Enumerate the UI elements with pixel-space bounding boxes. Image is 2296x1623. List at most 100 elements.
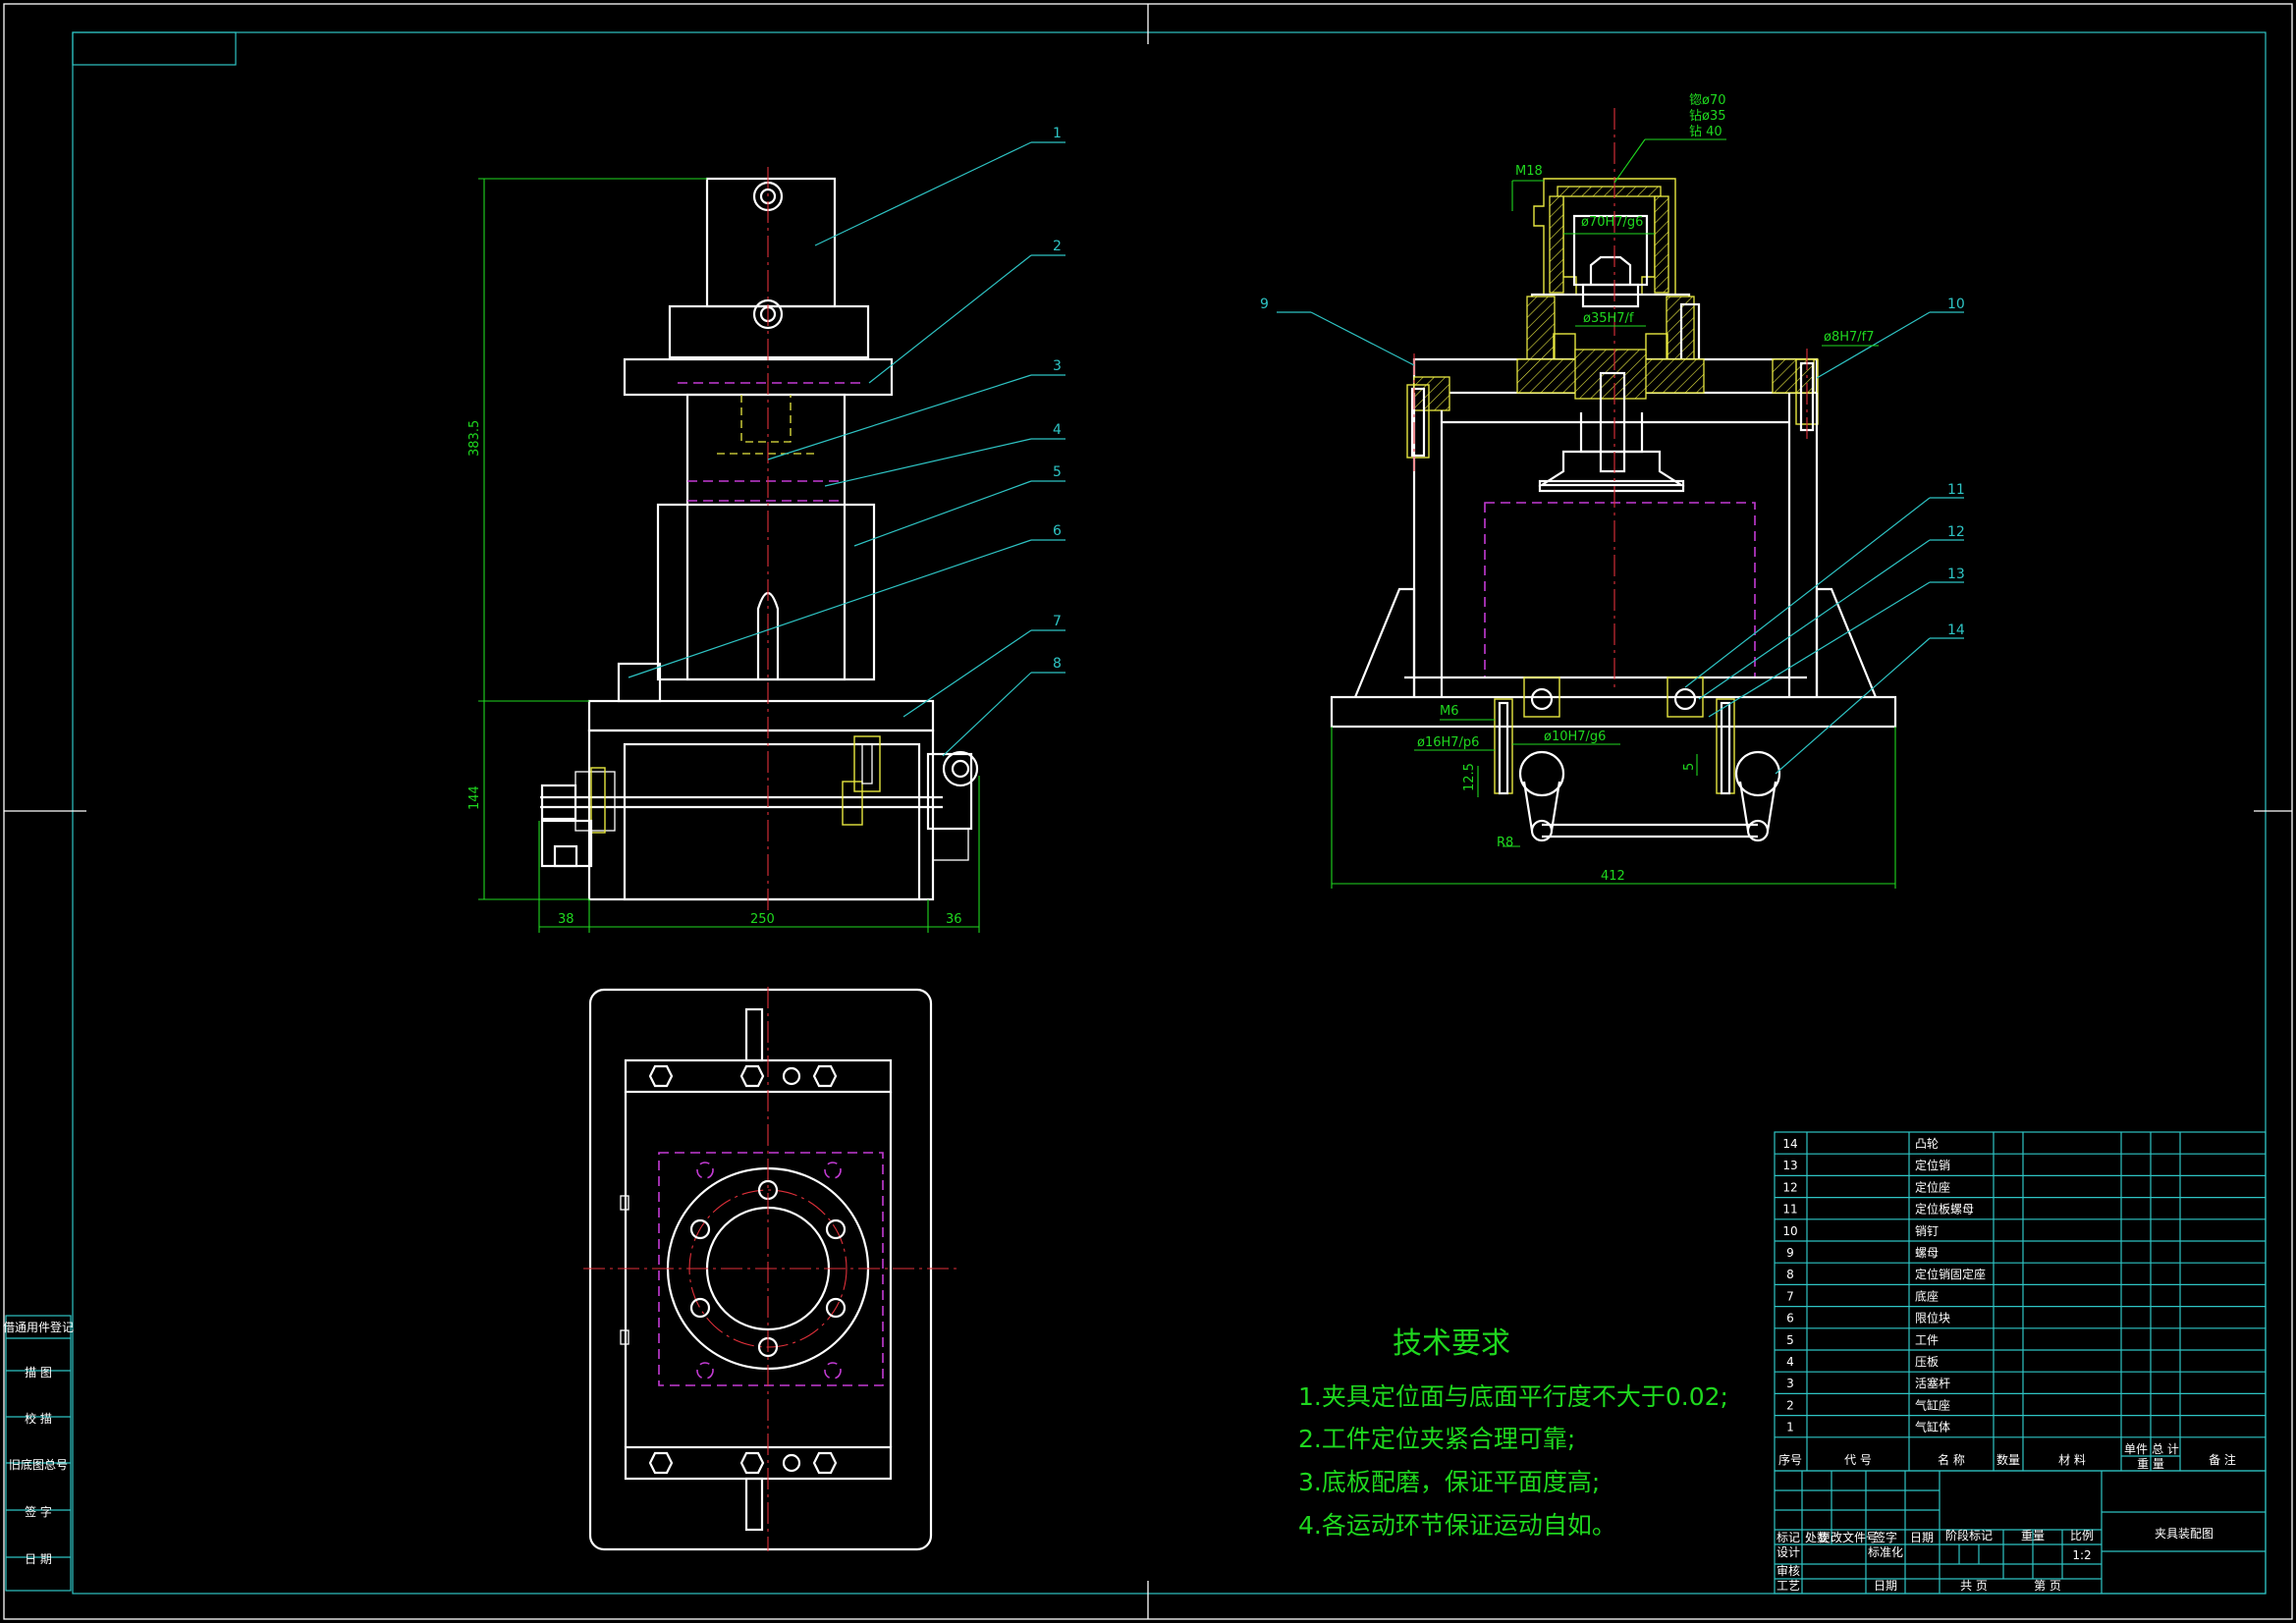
bom-header-material: 材 料 <box>2058 1453 2086 1467</box>
bom-row-number: 4 <box>1786 1355 1794 1369</box>
tb-label: 标准化 <box>1868 1545 1903 1559</box>
bom-row-name: 工件 <box>1915 1333 1939 1347</box>
bom-row-name: 螺母 <box>1915 1246 1939 1260</box>
tb-label: 共 页 <box>1960 1579 1988 1593</box>
bom-row-number: 11 <box>1782 1203 1797 1217</box>
bom-header-total: 总 计 <box>2152 1442 2179 1456</box>
gap-right-label: 5 <box>1682 763 1697 771</box>
bom-header-seq: 序号 <box>1778 1452 1802 1467</box>
fit-mid-label: ø35H7/f <box>1583 311 1634 326</box>
bom-header-remark: 备 注 <box>2209 1452 2236 1467</box>
bom-row-number: 2 <box>1786 1398 1794 1412</box>
fit-pin-label: ø8H7/f7 <box>1824 330 1875 345</box>
bom-row-number: 1 <box>1786 1421 1794 1434</box>
bom-header-code: 代 号 <box>1844 1453 1872 1467</box>
bore-note-1: 锪ø70 <box>1689 92 1726 108</box>
tb-label: 重量 <box>2021 1529 2045 1542</box>
tb-label: 日期 <box>1874 1579 1897 1593</box>
callout-3: 3 <box>1053 358 1062 374</box>
tb-label: 比例 <box>2070 1529 2094 1542</box>
tb-label: 审核 <box>1777 1563 1800 1578</box>
tb-label: 更改文件号 <box>1819 1530 1878 1544</box>
tech-req-item-3: 3.底板配磨，保证平面度高; <box>1298 1468 1600 1496</box>
strip-label: 签 字 <box>25 1504 52 1519</box>
front-view: 1 2 3 4 5 6 7 8 383.5 144 38 250 36 <box>467 126 1066 933</box>
bom-header-qty: 数量 <box>1996 1452 2020 1467</box>
bom-row-name: 定位座 <box>1915 1179 1950 1194</box>
bom-row-number: 6 <box>1786 1312 1794 1325</box>
bom-header-unit: 单件 <box>2124 1442 2148 1456</box>
fit-top-label: ø70H7/g6 <box>1581 215 1643 230</box>
strip-label: 借通用件登记 <box>3 1320 74 1334</box>
bom-header-weight: 重 量 <box>2137 1457 2164 1471</box>
bom-row-name: 压板 <box>1915 1355 1939 1369</box>
bom-row-name: 气缸座 <box>1915 1397 1950 1412</box>
strip-label: 校 描 <box>25 1411 52 1426</box>
dim-height-upper: 383.5 <box>467 420 482 457</box>
bom-row-name: 气缸体 <box>1915 1420 1950 1434</box>
bom-row-number: 13 <box>1782 1159 1797 1172</box>
bom-row-number: 3 <box>1786 1377 1794 1390</box>
dim-width-right: 36 <box>946 912 962 927</box>
left-revision-strip: 借通用件登记 描 图 校 描 旧底图总号 签 字 日 期 <box>3 1315 74 1592</box>
bom-row-number: 5 <box>1786 1333 1794 1347</box>
title-block: 标记 处数 更改文件号 签字 日期 设计 标准化 阶段标记 重量 比例 1:2 … <box>1774 1470 2267 1595</box>
bom-rows: 1 4 凸轮 13 定位销 12 定位座 11 定位板螺母 10 销钉 9 螺母 8 定位销固定座 7 底座 6 限… <box>1775 1137 2266 1438</box>
dim-height-lower: 144 <box>467 785 482 810</box>
callout-7: 7 <box>1053 614 1062 629</box>
callout-10: 10 <box>1947 297 1965 312</box>
tb-label: 标记 <box>1777 1531 1800 1544</box>
thread-top-label: M18 <box>1515 164 1543 179</box>
callout-14: 14 <box>1947 622 1965 638</box>
bore-note-2: 钻ø35 <box>1689 109 1726 124</box>
bom-row-name: 活塞杆 <box>1915 1376 1950 1390</box>
top-view <box>583 987 957 1551</box>
callout-11: 11 <box>1947 482 1965 498</box>
bore-note-3: 钻 40 <box>1689 125 1722 139</box>
tb-label: 工艺 <box>1777 1579 1800 1593</box>
strip-label: 日 期 <box>25 1552 52 1566</box>
callout-13: 13 <box>1947 567 1965 582</box>
bom-row-number: 8 <box>1786 1268 1794 1281</box>
overall-width-label: 412 <box>1601 869 1625 884</box>
fit-left-label: ø16H7/p6 <box>1417 735 1479 750</box>
gap-left-label: 12.5 <box>1462 763 1477 791</box>
tech-req-item-4: 4.各运动环节保证运动自如。 <box>1298 1511 1616 1540</box>
callout-1: 1 <box>1053 126 1062 141</box>
strip-label: 旧底图总号 <box>9 1457 68 1472</box>
thread-bottom-label: M6 <box>1440 704 1459 719</box>
bom-row-name: 定位销 <box>1915 1158 1950 1172</box>
tb-label: 设计 <box>1777 1545 1800 1559</box>
bom-row-number: 12 <box>1782 1180 1797 1194</box>
bom-row-number: 10 <box>1782 1224 1797 1238</box>
technical-requirements: 技术要求 1.夹具定位面与底面平行度不大于0.02; 2.工件定位夹紧合理可靠;… <box>1298 1326 1728 1540</box>
tech-req-item-1: 1.夹具定位面与底面平行度不大于0.02; <box>1298 1382 1728 1411</box>
drawing-border <box>3 3 2293 1620</box>
radius-label: R8 <box>1497 836 1513 850</box>
tb-scale: 1:2 <box>2072 1548 2091 1562</box>
bom-row-name: 限位块 <box>1915 1311 1950 1325</box>
side-section-view: 9 10 11 12 13 14 锪ø70 钻ø35 钻 40 M18 ø70H… <box>1260 92 1965 889</box>
drawing-name: 夹具装配图 <box>2155 1527 2214 1541</box>
callout-2: 2 <box>1053 239 1062 254</box>
corner-box <box>72 31 237 66</box>
bom-row-number: 7 <box>1786 1289 1794 1303</box>
strip-label: 描 图 <box>25 1366 52 1380</box>
bom-row-name: 定位销固定座 <box>1915 1267 1986 1281</box>
bom-row-name: 定位板螺母 <box>1915 1202 1974 1217</box>
bom-row-name: 凸轮 <box>1915 1137 1939 1151</box>
tech-req-title: 技术要求 <box>1393 1326 1510 1361</box>
tb-label: 第 页 <box>2034 1579 2061 1593</box>
bom-row-name: 底座 <box>1915 1288 1939 1303</box>
bom-row-number: 9 <box>1786 1246 1794 1260</box>
dim-width-left: 38 <box>558 912 574 927</box>
tb-label: 处数 <box>1805 1530 1829 1544</box>
tb-label: 签字 <box>1874 1530 1897 1544</box>
callout-6: 6 <box>1053 523 1062 539</box>
bom-row-name: 销钉 <box>1915 1224 1939 1238</box>
bill-of-materials: 1 4 凸轮 13 定位销 12 定位座 11 定位板螺母 10 销钉 9 螺母 8 定位销固定座 7 底座 6 限… <box>1774 1131 2267 1472</box>
callout-8: 8 <box>1053 656 1062 672</box>
tb-label: 阶段标记 <box>1945 1528 1993 1542</box>
callout-9: 9 <box>1260 297 1269 312</box>
